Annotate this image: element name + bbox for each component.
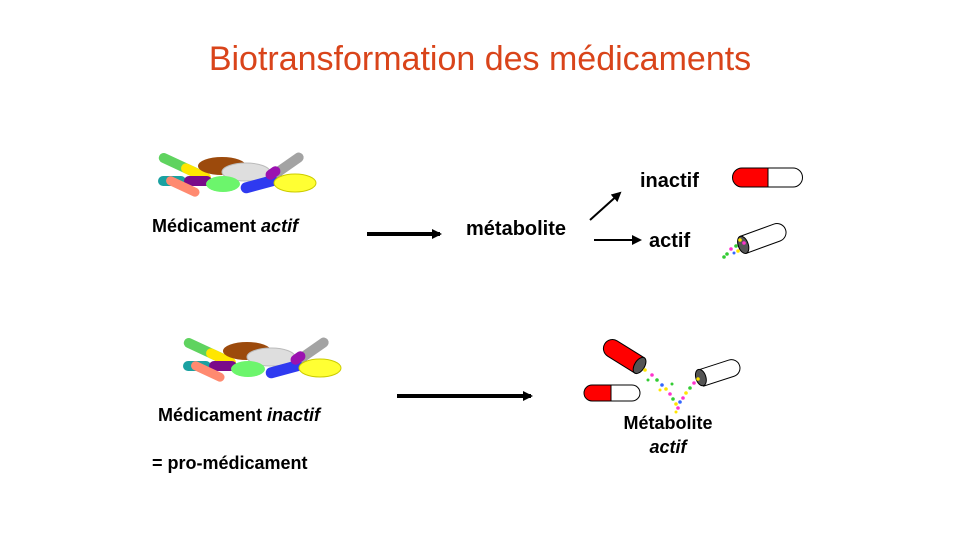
capsule-open-red-icon bbox=[602, 339, 647, 375]
active-branch-label: actif bbox=[649, 230, 691, 252]
pills-pile-icon bbox=[183, 337, 342, 382]
drug-label-text: Médicament bbox=[158, 405, 263, 425]
pills-pile-icon bbox=[158, 152, 317, 197]
granules-icon bbox=[643, 368, 700, 414]
drug-label-text: Médicament bbox=[152, 216, 257, 236]
drug-inactive-label: Médicament inactif bbox=[158, 405, 320, 426]
arrow-up-right-icon bbox=[589, 191, 622, 221]
capsule-open-icon bbox=[722, 223, 787, 259]
result-metabolite-label: Métabolite bbox=[623, 413, 713, 433]
slide-title: Biotransformation des médicaments bbox=[208, 40, 752, 78]
capsule-open-icon bbox=[694, 359, 741, 387]
capsule-closed-icon bbox=[732, 167, 803, 188]
inactive-branch-label: inactif bbox=[640, 170, 699, 192]
drug-state-text: inactif bbox=[267, 405, 321, 425]
prodrug-note: = pro-médicament bbox=[152, 453, 308, 473]
capsule-closed-icon bbox=[583, 384, 641, 402]
result-state-label: actif bbox=[613, 437, 723, 458]
drug-active-label: Médicament actif bbox=[152, 216, 298, 237]
result-state-text: actif bbox=[649, 437, 687, 457]
drug-state-text: actif bbox=[261, 216, 299, 236]
metabolite-label: métabolite bbox=[466, 218, 567, 240]
